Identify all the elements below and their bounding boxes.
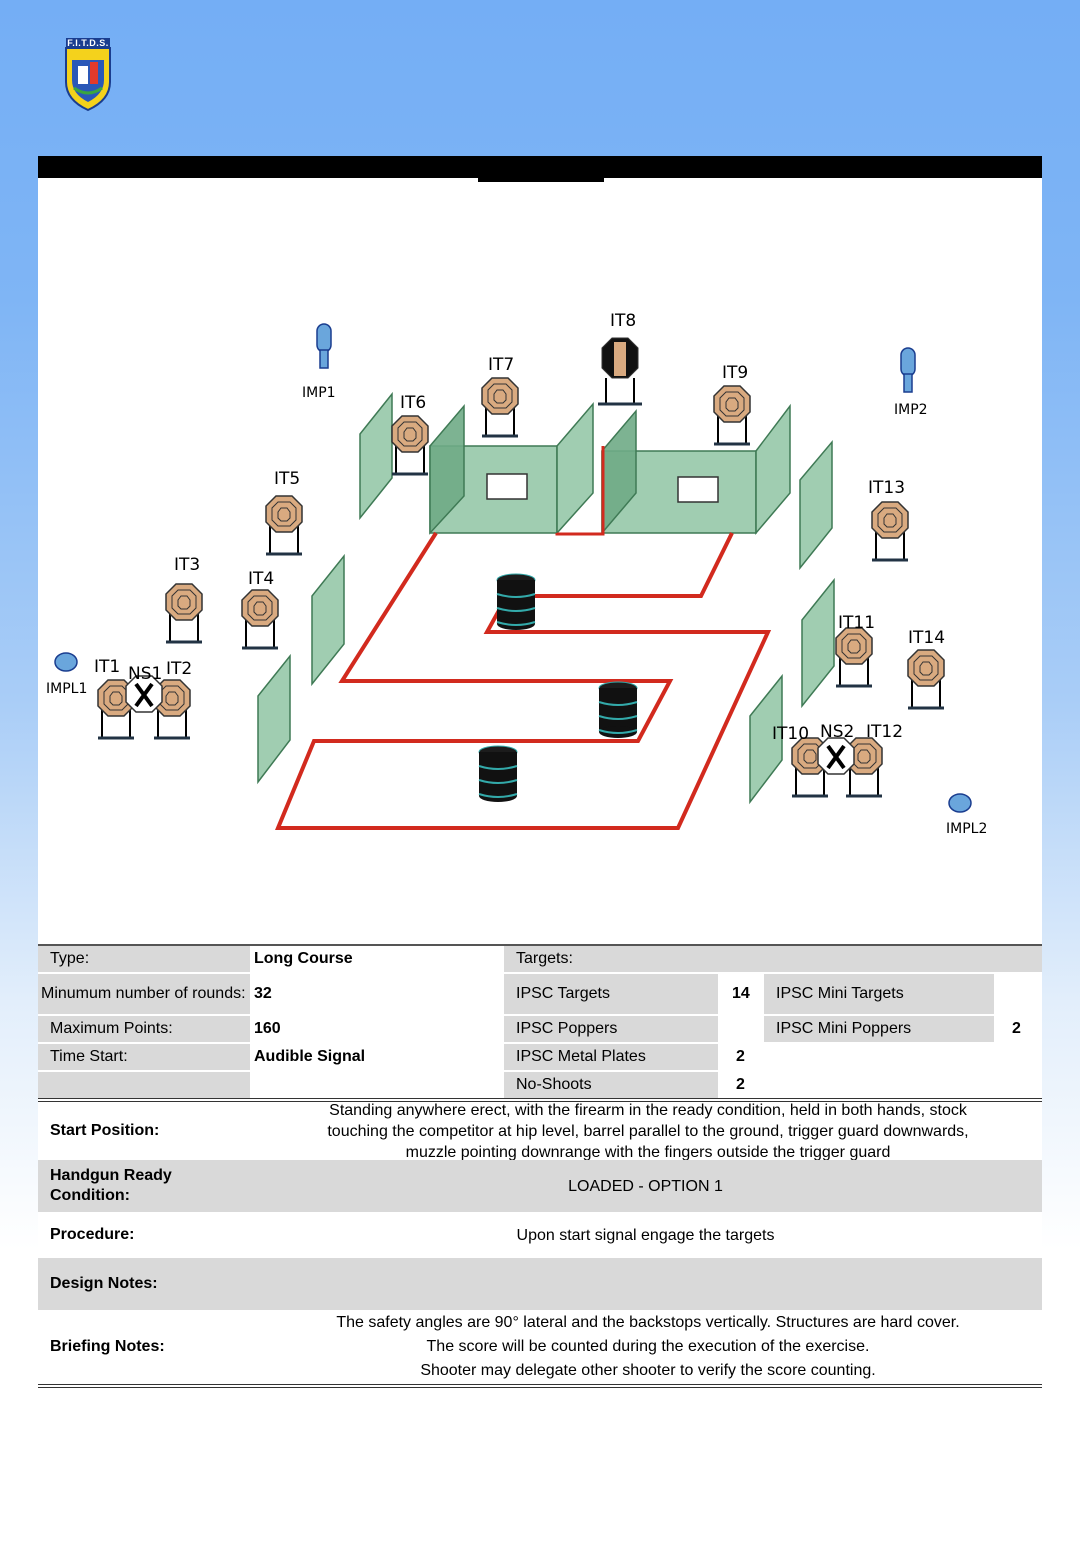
label-it3: IT3 bbox=[174, 555, 200, 575]
label-it4: IT4 bbox=[248, 569, 274, 589]
target-it14 bbox=[906, 648, 946, 710]
barrel-icon bbox=[478, 745, 518, 803]
start-position-row: Start Position: Standing anywhere erect,… bbox=[38, 1101, 1042, 1161]
label-impl2: IMPL2 bbox=[946, 821, 987, 837]
label-it1: IT1 bbox=[94, 657, 120, 677]
target-it6 bbox=[390, 414, 430, 476]
ipsc-mini-targets-label: IPSC Mini Targets bbox=[764, 974, 994, 1014]
label-impl1: IMPL1 bbox=[46, 681, 87, 697]
procedure-row: Procedure: Upon start signal engage the … bbox=[38, 1212, 1042, 1258]
target-it4 bbox=[240, 588, 280, 650]
target-it11 bbox=[834, 626, 874, 688]
ready-condition-row: Handgun Ready Condition: LOADED - OPTION… bbox=[38, 1160, 1042, 1212]
label-it10: IT10 bbox=[772, 724, 809, 744]
briefing-line: Shooter may delegate other shooter to ve… bbox=[420, 1362, 876, 1379]
briefing-notes-row: Briefing Notes: The safety angles are 90… bbox=[38, 1310, 1042, 1384]
ipsc-poppers-label: IPSC Poppers bbox=[504, 1016, 718, 1042]
mini-popper-icon bbox=[54, 652, 78, 672]
type-label: Type: bbox=[38, 946, 250, 972]
label-ns2: NS2 bbox=[820, 722, 854, 742]
barrel-icon bbox=[496, 573, 536, 631]
no-shoots-value: 2 bbox=[736, 1076, 745, 1093]
label-it8: IT8 bbox=[610, 311, 636, 331]
label-it9: IT9 bbox=[722, 363, 748, 383]
label-it2: IT2 bbox=[166, 659, 192, 679]
wall-panel bbox=[359, 391, 393, 521]
targets-label: Targets: bbox=[504, 946, 1042, 972]
ipsc-mini-poppers-label: IPSC Mini Poppers bbox=[764, 1016, 994, 1042]
ready-condition-text: LOADED - OPTION 1 bbox=[568, 1177, 723, 1195]
stage-sheet: IMP1 IMP2 IMPL1 IMPL2 IT8 IT7 IT6 IT9 IT… bbox=[38, 156, 1042, 1388]
stage-diagram: IMP1 IMP2 IMPL1 IMPL2 IT8 IT7 IT6 IT9 IT… bbox=[46, 311, 987, 837]
top-bar bbox=[38, 156, 1042, 178]
barrel-icon bbox=[598, 681, 638, 739]
ipsc-metal-plates-value: 2 bbox=[736, 1048, 745, 1065]
target-it7 bbox=[480, 376, 520, 438]
popper-icon bbox=[316, 323, 332, 369]
briefing-notes-text: The safety angles are 90° lateral and th… bbox=[298, 1311, 998, 1383]
max-points-label: Maximum Points: bbox=[38, 1016, 250, 1042]
wall-panel bbox=[749, 673, 783, 805]
label-it11: IT11 bbox=[838, 613, 875, 633]
min-rounds-label: Minumum number of rounds: bbox=[38, 974, 250, 1014]
design-notes-row: Design Notes: bbox=[38, 1258, 1042, 1310]
label-ns1: NS1 bbox=[128, 664, 162, 684]
briefing-line: The score will be counted during the exe… bbox=[426, 1338, 870, 1355]
target-it5 bbox=[264, 494, 304, 556]
mini-popper-icon bbox=[948, 793, 972, 813]
fitds-logo: F.I.T.D.S. bbox=[60, 38, 116, 112]
ipsc-metal-plates-label: IPSC Metal Plates bbox=[504, 1044, 718, 1070]
wall-panel bbox=[311, 553, 345, 687]
logo-text: F.I.T.D.S. bbox=[66, 38, 110, 49]
start-position-label: Start Position: bbox=[50, 1122, 160, 1139]
time-start-value: Audible Signal bbox=[254, 1048, 366, 1065]
no-shoot-ns2 bbox=[816, 736, 856, 776]
stage-info-table: Type: Long Course Targets: Minumum numbe… bbox=[38, 944, 1042, 1098]
procedure-label: Procedure: bbox=[50, 1226, 135, 1243]
shooting-area-outline bbox=[275, 531, 772, 830]
label-it7: IT7 bbox=[488, 355, 514, 375]
briefing-line: The safety angles are 90° lateral and th… bbox=[336, 1314, 960, 1331]
type-value: Long Course bbox=[254, 950, 353, 967]
wall-panel bbox=[799, 439, 833, 571]
label-it13: IT13 bbox=[868, 478, 905, 498]
ipsc-mini-poppers-value: 2 bbox=[1012, 1020, 1021, 1037]
target-it9 bbox=[712, 384, 752, 446]
target-it3 bbox=[164, 582, 204, 644]
ipsc-targets-value: 14 bbox=[732, 985, 750, 1002]
target-it8 bbox=[598, 337, 642, 406]
popper-icon bbox=[900, 347, 916, 393]
start-position-text: Standing anywhere erect, with the firear… bbox=[327, 1101, 969, 1161]
ready-condition-label: Handgun Ready Condition: bbox=[50, 1167, 172, 1204]
label-it14: IT14 bbox=[908, 628, 945, 648]
window-right bbox=[677, 476, 719, 503]
design-notes-label: Design Notes: bbox=[50, 1275, 158, 1292]
briefing-notes-label: Briefing Notes: bbox=[50, 1338, 165, 1355]
time-start-label: Time Start: bbox=[38, 1044, 250, 1070]
label-it5: IT5 bbox=[274, 469, 300, 489]
empty-cell bbox=[38, 1072, 250, 1098]
ipsc-targets-label: IPSC Targets bbox=[504, 974, 718, 1014]
label-it6: IT6 bbox=[400, 393, 426, 413]
min-rounds-value: 32 bbox=[254, 985, 272, 1002]
procedure-text: Upon start signal engage the targets bbox=[516, 1226, 775, 1244]
no-shoots-label: No-Shoots bbox=[504, 1072, 718, 1098]
max-points-value: 160 bbox=[254, 1020, 281, 1037]
top-bar-notch bbox=[478, 178, 604, 182]
window-left bbox=[486, 473, 528, 500]
label-imp2: IMP2 bbox=[894, 402, 928, 418]
label-imp1: IMP1 bbox=[302, 385, 336, 401]
label-it12: IT12 bbox=[866, 722, 903, 742]
wall-panel bbox=[801, 577, 835, 709]
target-it13 bbox=[870, 500, 910, 562]
wall-panel bbox=[257, 653, 291, 785]
